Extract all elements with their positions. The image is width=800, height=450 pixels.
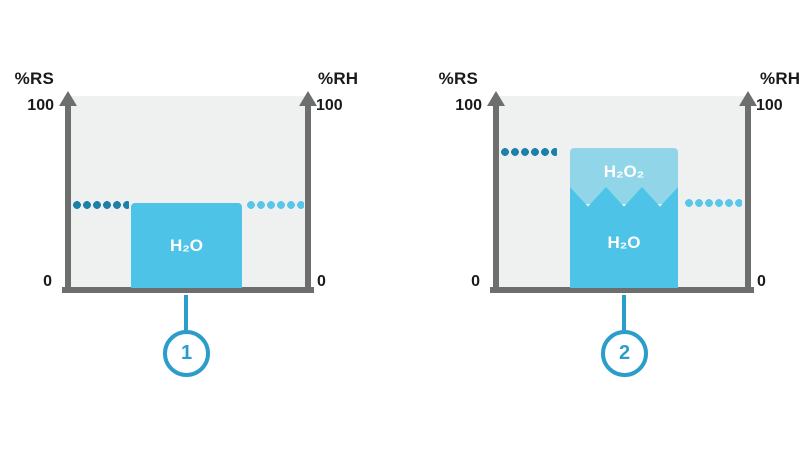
right-axis-line [305, 103, 311, 293]
rh-level-dotted-line [246, 201, 304, 209]
left-axis-arrow-icon [487, 91, 505, 106]
rh-axis-zero-label: 0 [317, 273, 326, 290]
peroxide-layer: H₂O₂ [570, 148, 678, 204]
water-bar: H₂O [131, 203, 242, 288]
rs-axis-label: %RS [14, 69, 54, 88]
water-bar-label: H₂O [607, 233, 641, 252]
rs-level-dotted-line [72, 201, 129, 209]
step-marker: 2 [601, 330, 648, 377]
rh-axis-max-label: 100 [756, 97, 783, 114]
rs-axis-zero-label: 0 [471, 273, 480, 290]
left-axis-arrow-icon [59, 91, 77, 106]
rh-level-dotted-line [684, 199, 742, 207]
step-connector-line [184, 295, 188, 331]
peroxide-layer-label: H₂O₂ [603, 162, 645, 181]
step-marker-number: 2 [618, 342, 631, 364]
left-axis-line [65, 103, 71, 293]
right-axis-arrow-icon [299, 91, 317, 106]
right-axis-line [745, 103, 751, 293]
baseline [490, 287, 754, 293]
rs-axis-max-label: 100 [455, 97, 482, 114]
water-bar-label: H₂O [169, 235, 204, 255]
baseline [62, 287, 314, 293]
rs-axis-zero-label: 0 [43, 273, 52, 290]
step-marker: 1 [163, 330, 210, 377]
step-connector-line [622, 295, 626, 331]
rh-axis-max-label: 100 [316, 97, 343, 114]
rh-axis-label: %RH [318, 69, 359, 88]
right-axis-arrow-icon [739, 91, 757, 106]
rs-axis-max-label: 100 [27, 97, 54, 114]
rs-level-dotted-line [500, 148, 557, 156]
rh-axis-zero-label: 0 [757, 273, 766, 290]
rh-axis-label: %RH [760, 69, 800, 88]
left-axis-line [493, 103, 499, 293]
step-marker-number: 1 [180, 342, 193, 364]
rs-axis-label: %RS [438, 69, 478, 88]
